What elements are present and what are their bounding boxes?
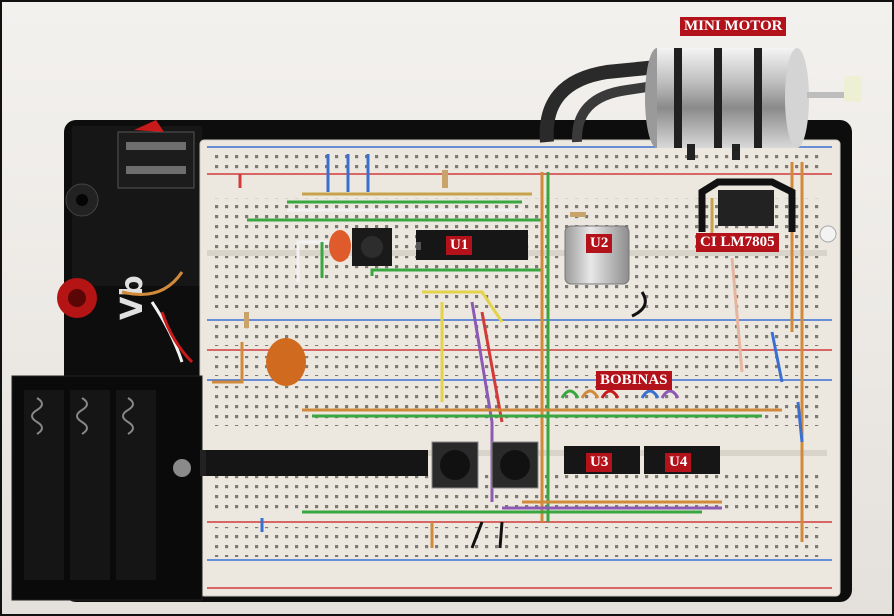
coils-label: BOBINAS	[596, 371, 672, 390]
jumper-wires	[121, 154, 804, 549]
u1-label: U1	[446, 236, 473, 255]
ic-row-left	[200, 450, 428, 476]
voltage-regulator	[698, 178, 796, 232]
power-switch	[117, 120, 195, 189]
inductor-coils	[560, 389, 680, 399]
push-button-left	[431, 441, 479, 489]
push-button-right	[491, 441, 539, 489]
red-terminal-post	[57, 278, 97, 318]
mini-motor-label: MINI MOTOR	[680, 17, 787, 36]
led	[819, 225, 837, 243]
svg-text:Vb: Vb	[115, 275, 150, 320]
black-terminal-post	[65, 183, 99, 217]
battery-holder	[11, 375, 203, 601]
resistor	[244, 312, 249, 328]
regulator-label: CI LM7805	[696, 233, 779, 252]
u3-label: U3	[586, 453, 613, 472]
mini-motor	[539, 48, 862, 160]
can-u2	[564, 225, 630, 285]
orange-capacitor	[266, 338, 306, 386]
u4-label: U4	[665, 453, 692, 472]
resistor	[442, 170, 448, 188]
resistor	[570, 212, 586, 217]
electrolytic-capacitor	[329, 230, 351, 262]
u2-label: U2	[586, 234, 613, 253]
